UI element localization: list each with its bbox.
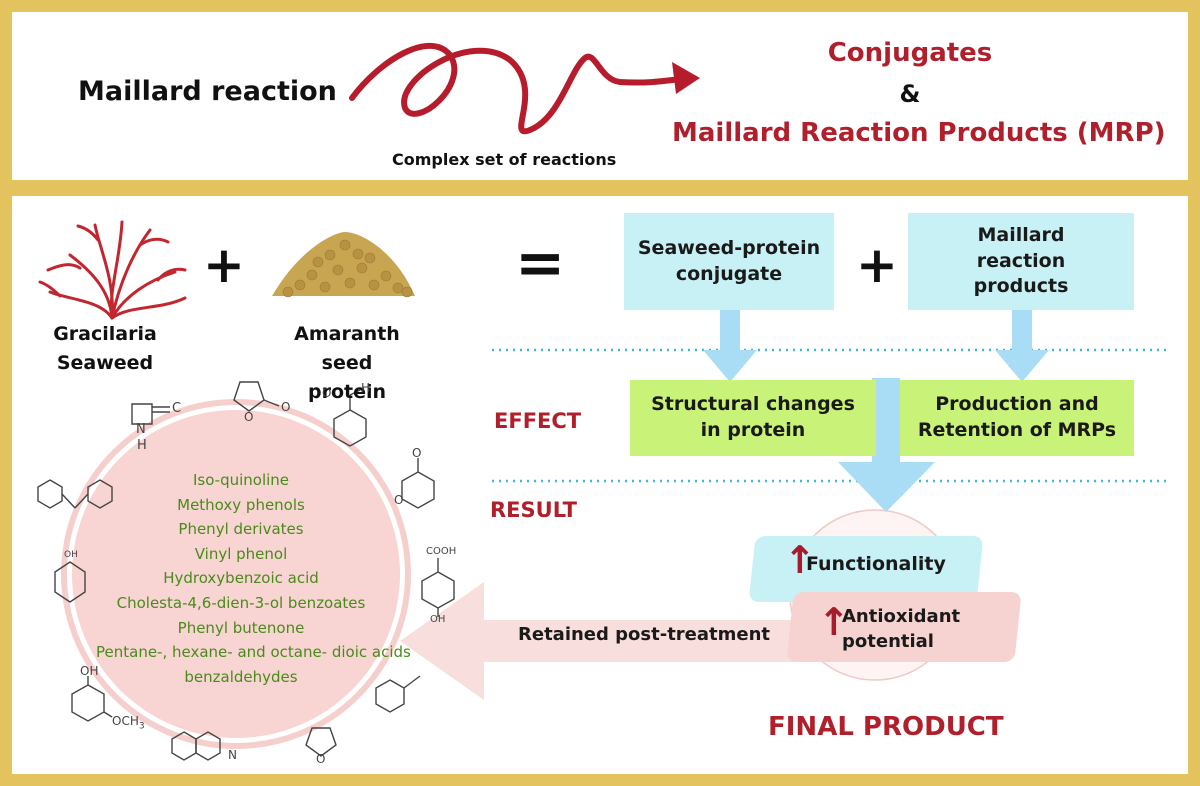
result-label: RESULT <box>490 498 577 522</box>
seed-pile-icon <box>272 232 415 298</box>
cooh-label: COOH <box>426 546 457 557</box>
mrp-label: Maillard Reaction Products (MRP) <box>672 118 1166 148</box>
antioxidant-up-arrow: ↑ <box>818 600 850 644</box>
och3-text: OCH <box>112 714 139 728</box>
mrp-box-line1: Maillard <box>977 224 1065 247</box>
compound-item: Cholesta-4,6-dien-3-ol benzoates <box>116 593 366 612</box>
effect-label: EFFECT <box>494 409 582 433</box>
conjugate-box-line1: Seaweed-protein <box>637 236 821 259</box>
lactone-o2: O <box>394 493 404 507</box>
maillard-reaction-label: Maillard reaction <box>78 76 337 107</box>
seaweed-label: Gracilaria Seaweed <box>40 320 170 378</box>
antioxidant-line1: Antioxidant <box>842 606 961 627</box>
conjugate-box-line2: conjugate <box>675 262 783 285</box>
antioxidant-line2: potential <box>842 631 934 652</box>
protein-label: Amaranth seed protein <box>272 320 422 407</box>
compound-item: Iso-quinoline <box>192 471 290 489</box>
acid-oh-label: OH <box>430 614 446 625</box>
production-retention-box: Production and Retention of MRPs <box>900 380 1134 456</box>
furanone-o2: O <box>281 400 291 414</box>
arrow-down-2 <box>995 310 1049 382</box>
functionality-label: Functionality <box>806 553 946 575</box>
furanone-o1: O <box>244 410 254 424</box>
och3-subscript: 3 <box>138 721 145 732</box>
compound-circle <box>72 410 400 738</box>
lactone-o1: O <box>412 446 422 460</box>
seaweed-label-line2: Seaweed <box>56 352 154 374</box>
structural-line2: in protein <box>700 419 806 441</box>
och3-label: OCH3 <box>112 714 145 731</box>
plus-sign-left: + <box>203 236 245 294</box>
compound-item: Pentane-, hexane- and octane- dioic acid… <box>96 643 411 662</box>
compound-item: Phenyl derivates <box>178 520 304 539</box>
compound-item: Vinyl phenol <box>194 544 288 563</box>
functionality-up-arrow: ↑ <box>784 538 816 582</box>
mrp-box: Maillard reaction products <box>908 213 1134 310</box>
azetidine-h: H <box>137 438 147 453</box>
chemical-structures <box>37 381 455 761</box>
compound-item: Methoxy phenols <box>177 495 305 514</box>
complex-reactions-label: Complex set of reactions <box>392 150 617 169</box>
aldehyde-h: H <box>361 381 371 395</box>
top-panel <box>12 12 1188 180</box>
compound-list: Iso-quinoline Methoxy phenols Phenyl der… <box>96 468 411 689</box>
azetidine-n: N <box>136 422 146 437</box>
plus-sign-right: + <box>856 236 898 294</box>
retained-label: Retained post-treatment <box>518 624 771 645</box>
retained-arrow <box>400 582 1000 700</box>
final-product-label: FINAL PRODUCT <box>768 712 1004 742</box>
seaweed-label-line1: Gracilaria <box>53 323 157 345</box>
seaweed-icon <box>38 220 187 320</box>
arrow-down-1 <box>703 310 757 382</box>
structural-changes-box: Structural changes in protein <box>630 380 876 456</box>
squiggle-arrowhead <box>672 62 700 94</box>
isoquinoline-n: N <box>228 748 237 762</box>
compound-item: benzaldehydes <box>184 667 298 686</box>
mrp-box-line2: reaction <box>976 249 1066 272</box>
mrp-box-line3: products <box>973 275 1069 298</box>
azetidine-c: C <box>172 401 182 416</box>
compound-item: Hydroxybenzoic acid <box>163 569 319 588</box>
arrow-down-center <box>838 378 935 512</box>
ampersand-label: & <box>899 80 921 108</box>
antioxidant-label: Antioxidant potential <box>842 604 960 654</box>
aldehyde-o: O <box>322 386 332 400</box>
conjugates-label: Conjugates <box>827 38 993 68</box>
maillard-squiggle <box>349 42 693 135</box>
production-line2: Retention of MRPs <box>917 419 1117 441</box>
structural-line1: Structural changes <box>651 393 855 416</box>
equals-sign: = <box>515 228 566 298</box>
protein-label-line1: Amaranth seed <box>294 323 400 374</box>
inositol-oh-label: OH <box>64 550 78 560</box>
conjugate-box: Seaweed-protein conjugate <box>624 213 834 310</box>
phenol-oh-label: OH <box>80 664 99 678</box>
production-line1: Production and <box>935 393 1099 416</box>
protein-label-line2: protein <box>307 381 387 403</box>
furan-o: O <box>316 752 326 766</box>
compound-item: Phenyl butenone <box>177 618 305 637</box>
